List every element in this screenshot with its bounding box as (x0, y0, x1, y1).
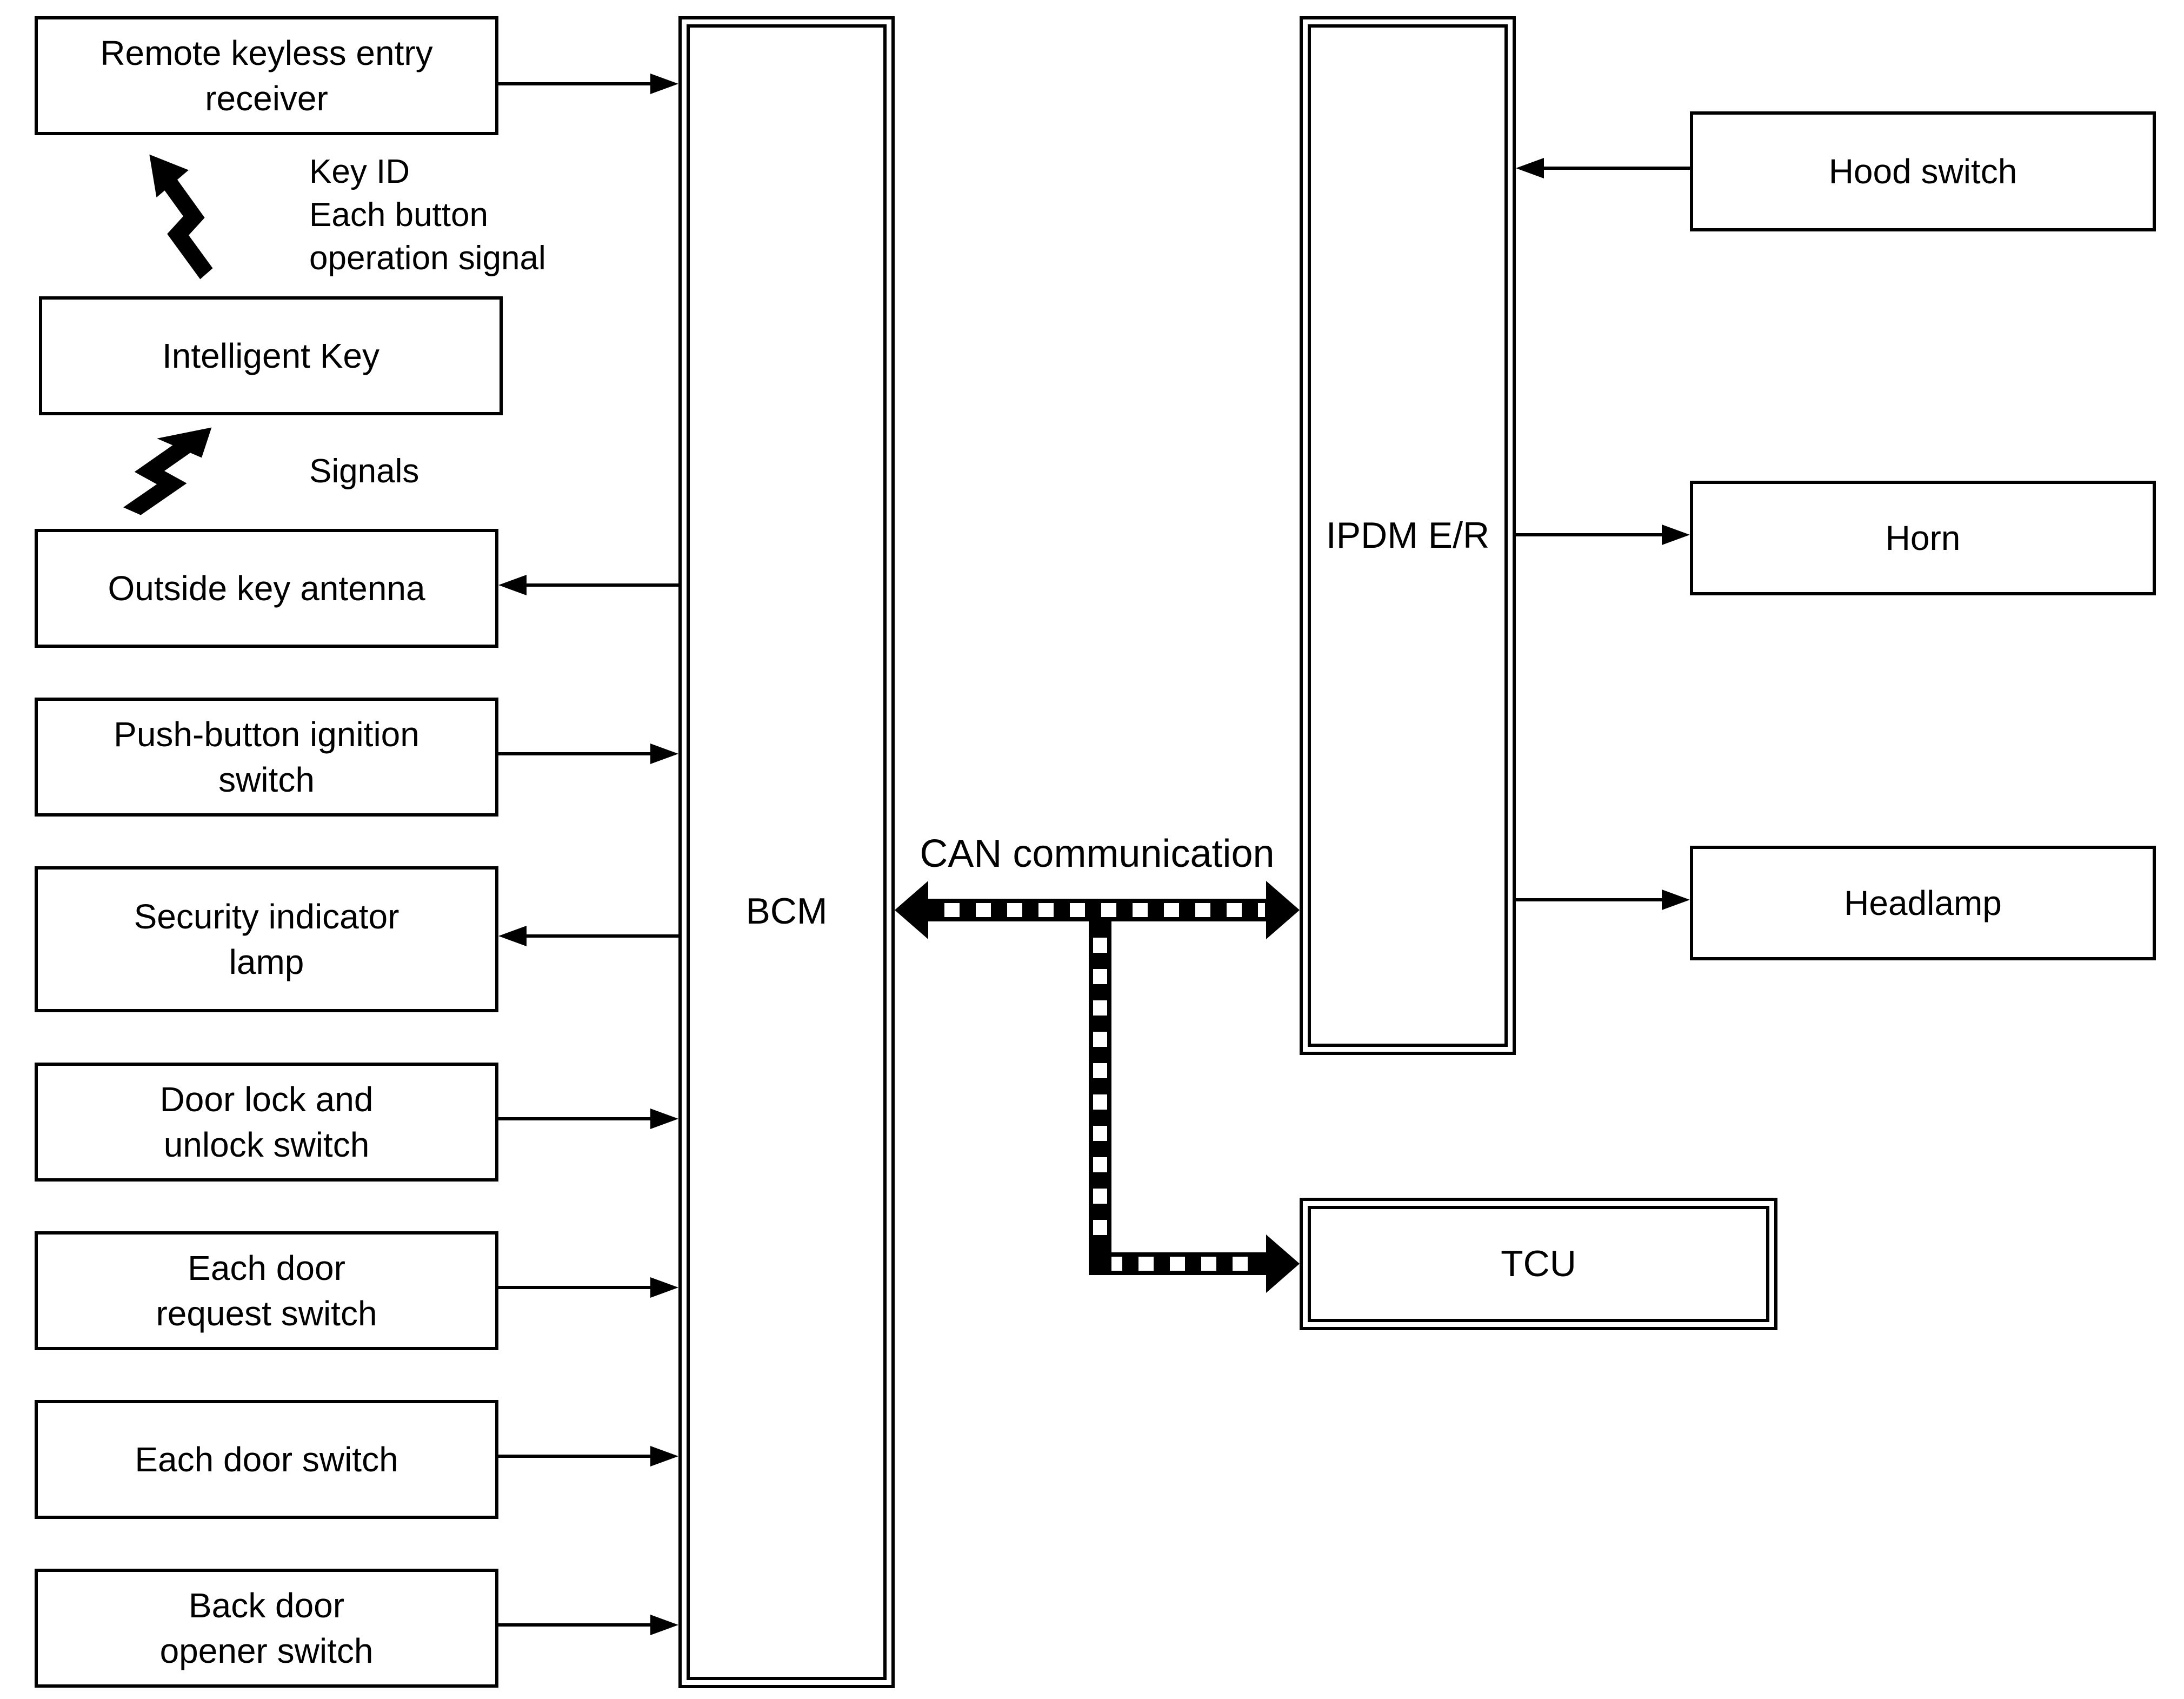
node-horn: Horn (1690, 481, 2156, 595)
can-bus-line (926, 899, 1267, 921)
node-security-indicator-lamp: Security indicator lamp (35, 866, 498, 1012)
ipdm-er-label: IPDM E/R (1326, 515, 1490, 556)
node-tcu (1300, 1198, 1777, 1330)
arrow-push-button-ignition-to-bcm (498, 752, 650, 755)
node-door-lock-and-unlock-switch: Door lock and unlock switch (35, 1063, 498, 1182)
can-branch-arrowhead-tcu (1266, 1235, 1300, 1293)
arrow-each-door-switch-to-bcm (498, 1455, 650, 1458)
arrow-ipdm-to-horn (1516, 533, 1662, 536)
wireless-signal-label: Signals (309, 453, 420, 490)
bcm-label: BCM (745, 891, 828, 932)
can-branch-horizontal-line (1089, 1252, 1266, 1275)
arrow-remote-keyless-to-bcm (498, 82, 650, 85)
node-each-door-request-switch: Each door request switch (35, 1231, 498, 1350)
can-branch-corner (1089, 1252, 1111, 1275)
lightning-bolt-icon (115, 426, 239, 515)
arrow-ipdm-to-headlamp (1516, 898, 1662, 901)
node-remote-keyless-entry-receiver: Remote keyless entry receiver (35, 16, 498, 135)
node-ipdm-er (1300, 16, 1516, 1055)
arrow-back-door-opener-to-bcm (498, 1623, 650, 1627)
node-each-door-switch: Each door switch (35, 1400, 498, 1519)
wireless-signal-label: Key ID Each button operation signal (309, 153, 546, 277)
lightning-bolt-icon (130, 152, 219, 280)
arrow-each-door-request-to-bcm (498, 1286, 650, 1289)
arrow-door-lock-unlock-to-bcm (498, 1117, 650, 1120)
can-bus-arrowhead-right (1266, 881, 1300, 939)
tcu-label: TCU (1501, 1243, 1576, 1284)
node-intelligent-key: Intelligent Key (39, 296, 503, 415)
can-communication-label: CAN communication (920, 832, 1275, 875)
can-branch-vertical-line (1089, 919, 1111, 1252)
node-outside-key-antenna: Outside key antenna (35, 529, 498, 648)
arrow-hood-switch-to-ipdm (1544, 167, 1690, 170)
can-bus-arrowhead-left (895, 881, 928, 939)
node-hood-switch: Hood switch (1690, 111, 2156, 231)
arrow-bcm-to-outside-key-antenna (527, 583, 678, 587)
node-headlamp: Headlamp (1690, 846, 2156, 960)
node-bcm (678, 16, 895, 1688)
node-back-door-opener-switch: Back door opener switch (35, 1569, 498, 1688)
arrow-bcm-to-security-indicator-lamp (527, 934, 678, 938)
node-push-button-ignition-switch: Push-button ignition switch (35, 698, 498, 817)
